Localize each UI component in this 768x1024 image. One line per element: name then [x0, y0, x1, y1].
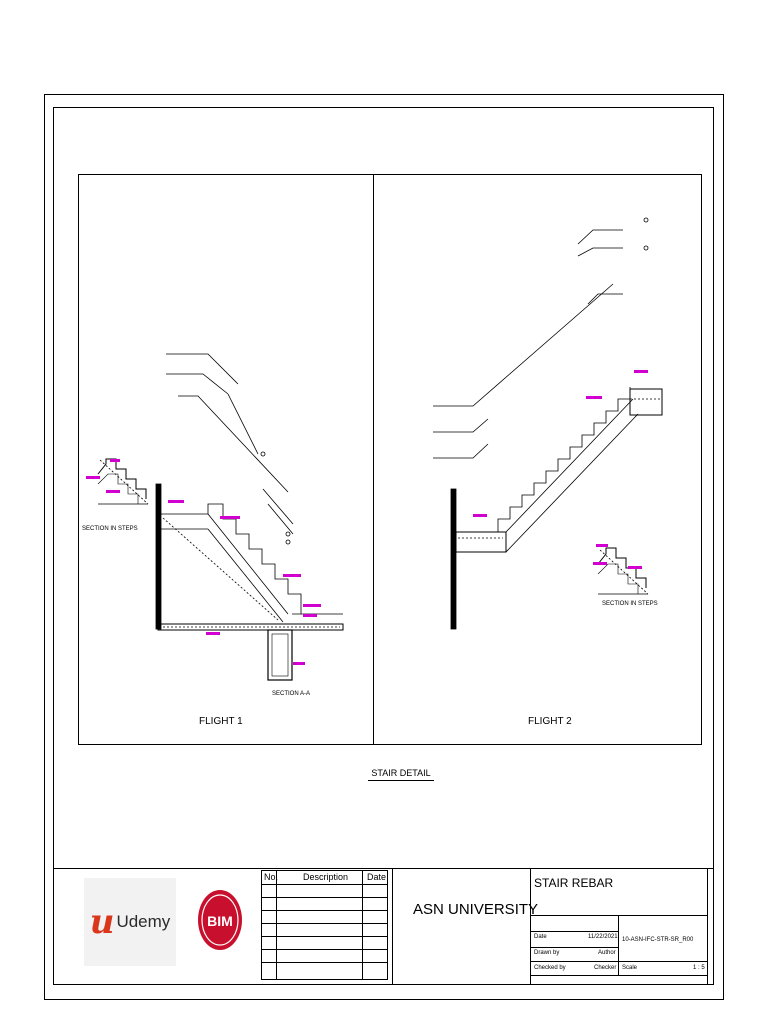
title-block — [53, 868, 714, 986]
flight-2-drawing — [433, 217, 663, 630]
drawn-by-value: Author — [598, 950, 616, 956]
sheet-title: STAIR REBAR — [534, 876, 614, 890]
section-in-steps-label-2: SECTION IN STEPS — [602, 601, 658, 607]
date-value: 11/22/2021 — [588, 934, 618, 940]
bim-logo-text: BIM — [207, 913, 233, 929]
section-in-steps-label-1: SECTION IN STEPS — [82, 526, 138, 532]
revision-no-header: No. — [264, 872, 279, 882]
checked-by-label: Checked by — [534, 965, 566, 971]
flight1-column — [155, 483, 162, 630]
revision-date-header: Date — [367, 872, 387, 882]
drawing-title: STAIR DETAIL — [368, 768, 434, 781]
flight-1-drawing — [97, 353, 344, 681]
details-viewport — [78, 174, 702, 745]
viewport-divider — [373, 174, 374, 745]
drawing-frame — [53, 107, 714, 985]
stair-drawings — [86, 217, 663, 681]
scale-value: 1 : 5 — [693, 965, 705, 971]
client-name: ASN UNIVERSITY — [413, 901, 539, 918]
sheet-number: 10-ASN-IFC-STR-SR_R00 — [622, 937, 694, 943]
flight-1-annotations — [86, 459, 321, 665]
checked-by-value: Checker — [594, 965, 617, 971]
sheet-border — [44, 94, 724, 1000]
flight-2-label: FLIGHT 2 — [528, 716, 572, 727]
scale-label: Scale — [622, 965, 638, 971]
date-label: Date — [534, 934, 547, 940]
revision-description-header: Description — [303, 872, 349, 882]
flight-2-annotations — [473, 370, 648, 569]
udemy-logo: u Udemy — [84, 878, 176, 966]
drawn-by-label: Drawn by — [534, 950, 560, 956]
udemy-u-icon: u — [89, 902, 115, 942]
revision-table — [261, 870, 388, 980]
section-aa-label: SECTION A-A — [272, 691, 311, 697]
bim-logo: BIM — [198, 890, 242, 950]
udemy-logo-text: Udemy — [116, 912, 171, 931]
flight-1-label: FLIGHT 1 — [199, 716, 243, 727]
